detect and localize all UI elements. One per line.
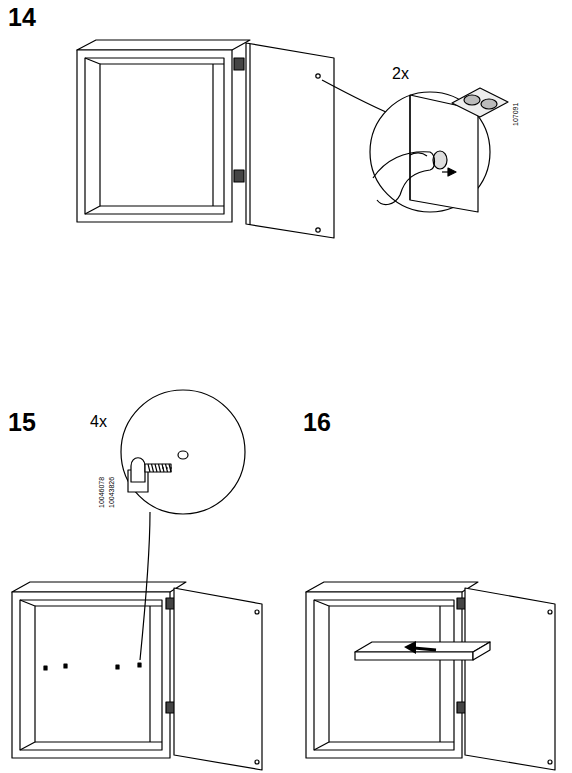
- shelf: [355, 642, 490, 660]
- cabinet: [12, 582, 186, 758]
- detail-circle: [121, 390, 245, 514]
- part-number: 10043826: [108, 477, 115, 508]
- step-number: 14: [8, 5, 36, 30]
- part-number: 10046078: [98, 477, 105, 508]
- step-number: 16: [303, 410, 331, 435]
- door: [465, 588, 555, 770]
- bumper-detail: [373, 95, 478, 212]
- quantity: 2x: [392, 66, 409, 82]
- leader-line: [140, 512, 150, 660]
- shelf-pin: [128, 451, 188, 492]
- door: [174, 588, 262, 770]
- part-number: 107091: [512, 103, 519, 126]
- hinge: [234, 58, 244, 182]
- quantity: 4x: [90, 414, 107, 430]
- cabinet: [77, 40, 250, 222]
- bumper-sheet: [452, 88, 508, 117]
- push-arrow: [404, 641, 436, 654]
- cabinet: [306, 582, 478, 758]
- step-number: 15: [8, 410, 36, 435]
- door: [246, 43, 334, 238]
